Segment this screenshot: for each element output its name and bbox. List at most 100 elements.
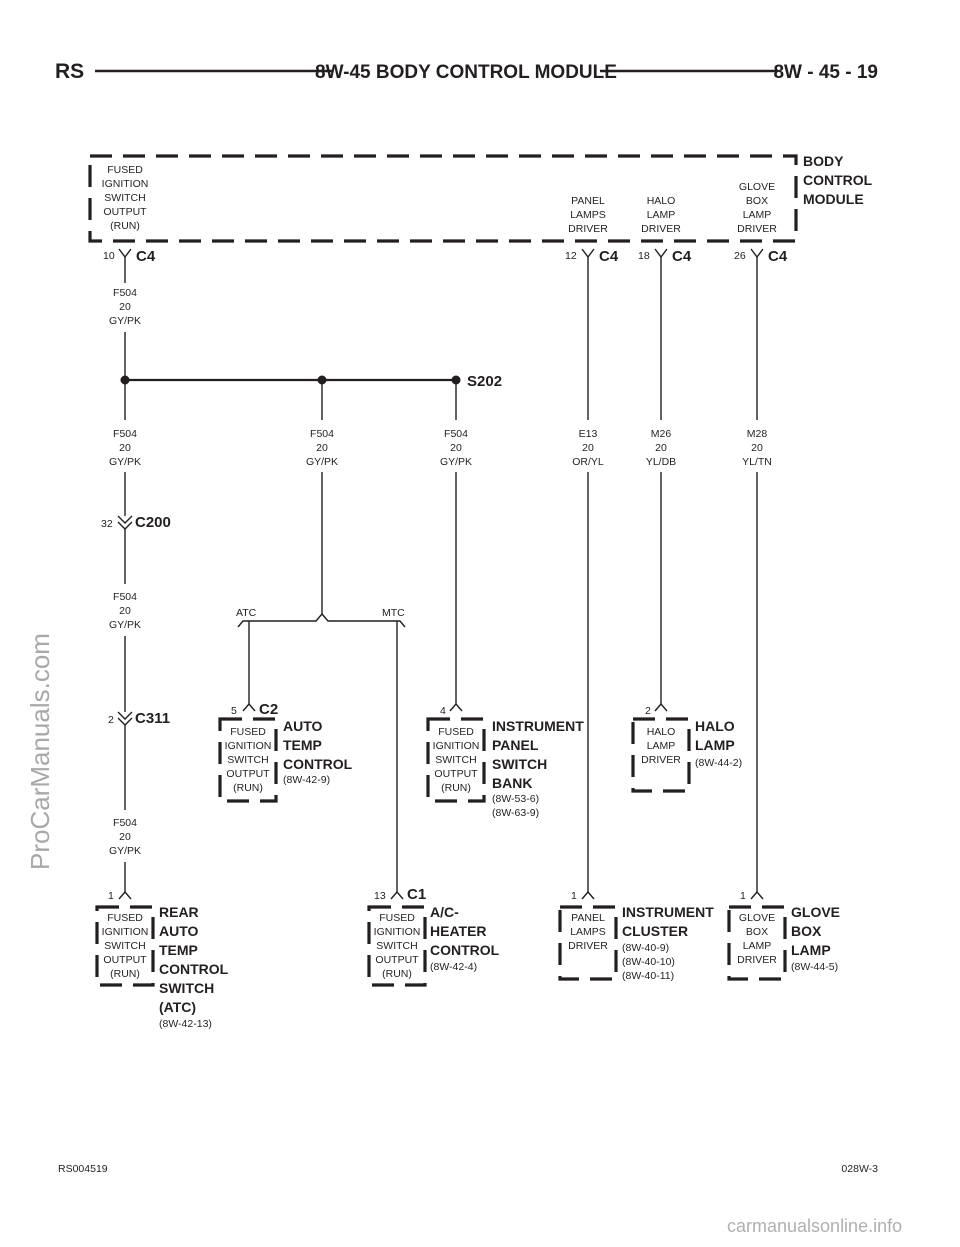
connector-name: C4 — [768, 248, 788, 265]
wire-label-line: F504 — [113, 287, 137, 299]
pin-number: 10 — [103, 250, 115, 262]
component-instrument-cluster: 1 PANEL LAMPS DRIVER INSTRUMENT CLUSTER … — [558, 890, 714, 982]
module-terminal-26: 26 C4 — [734, 248, 788, 265]
connector-name: C1 — [407, 886, 426, 903]
component-name-line: CLUSTER — [622, 923, 688, 939]
wire-label-f504-e: F504 20 GY/PK — [440, 428, 472, 468]
terminal-symbol — [581, 248, 595, 259]
option-label-mtc: MTC — [382, 607, 405, 619]
component-ref: (8W-63-9) — [492, 807, 539, 819]
header-title: 8W-45 BODY CONTROL MODULE — [315, 62, 617, 83]
component-inner-line: DRIVER — [568, 940, 608, 952]
module-pin-label-halo-lamp: HALO LAMP DRIVER — [641, 195, 681, 235]
component-ac-heater-control: 13 C1 FUSED IGNITION SWITCH OUTPUT (RUN)… — [367, 886, 500, 987]
component-inner-line: (RUN) — [441, 782, 471, 794]
wire-label-line: YL/TN — [742, 456, 772, 468]
component-glove-box-lamp: 1 GLOVE BOX LAMP DRIVER GLOVE BOX LAMP (… — [727, 890, 840, 981]
pin-label-line: HALO — [647, 195, 676, 207]
component-rear-auto-temp-control-switch: 1 FUSED IGNITION SWITCH OUTPUT (RUN) REA… — [95, 890, 229, 1030]
wire-label-line: 20 — [751, 442, 763, 454]
connector-name: C4 — [599, 248, 619, 265]
module-name-line: MODULE — [803, 191, 864, 207]
component-name-line: SWITCH — [159, 980, 214, 996]
component-name-line: AUTO — [283, 718, 323, 734]
pin-number: 26 — [734, 250, 746, 262]
component-inner-line: OUTPUT — [226, 768, 270, 780]
pin-number: 32 — [101, 518, 113, 530]
component-inner-line: IGNITION — [225, 740, 272, 752]
pin-label-line: BOX — [746, 195, 768, 207]
inline-connector-c200: 32 C200 — [101, 514, 171, 531]
module-pin-label-fused-ignition: FUSED IGNITION SWITCH OUTPUT (RUN) — [102, 164, 149, 232]
component-ref: (8W-42-4) — [430, 961, 477, 973]
component-name-line: HEATER — [430, 923, 487, 939]
wire-label-line: 20 — [119, 605, 131, 617]
pin-number: 1 — [740, 890, 746, 902]
watermark-bottom: carmanualsonline.info — [727, 1216, 902, 1236]
wire-label-line: M28 — [747, 428, 768, 440]
component-name-line: CONTROL — [283, 756, 353, 772]
component-name-line: TEMP — [159, 942, 198, 958]
wire-label-line: GY/PK — [109, 315, 141, 327]
component-inner-line: SWITCH — [435, 754, 476, 766]
terminal-symbol — [654, 702, 668, 712]
wire-label-line: F504 — [113, 591, 137, 603]
terminal-symbol — [654, 248, 668, 259]
terminal-symbol — [242, 702, 256, 712]
footer-figure-id: RS004519 — [58, 1163, 108, 1175]
component-ref: (8W-44-2) — [695, 757, 742, 769]
pin-label-line: SWITCH — [104, 192, 145, 204]
header-page-number: 8W - 45 - 19 — [773, 62, 878, 83]
footer-code: 028W-3 — [841, 1163, 878, 1175]
pin-number: 18 — [638, 250, 650, 262]
module-terminal-10: 10 C4 — [103, 248, 156, 265]
component-name-line: REAR — [159, 904, 199, 920]
component-inner-line: DRIVER — [737, 954, 777, 966]
component-inner-line: (RUN) — [233, 782, 263, 794]
option-branch — [237, 612, 406, 628]
component-name-line: BANK — [492, 775, 532, 791]
wire-label-m28: M28 20 YL/TN — [742, 428, 772, 468]
wire-label-line: F504 — [113, 428, 137, 440]
wire-label-f504-a: F504 20 GY/PK — [109, 428, 141, 468]
component-inner-line: LAMPS — [570, 926, 606, 938]
wire-label-line: GY/PK — [109, 845, 141, 857]
pin-label-line: DRIVER — [568, 223, 608, 235]
terminal-symbol — [750, 890, 764, 900]
pin-number: 4 — [440, 705, 446, 717]
component-inner-line: HALO — [647, 726, 676, 738]
component-ref: (8W-40-10) — [622, 956, 675, 968]
pin-number: 12 — [565, 250, 577, 262]
connector-name: C4 — [672, 248, 692, 265]
component-inner-line: FUSED — [230, 726, 266, 738]
component-inner-line: DRIVER — [641, 754, 681, 766]
component-inner-line: IGNITION — [374, 926, 421, 938]
component-inner-line: FUSED — [438, 726, 474, 738]
wire-label-f504-d: F504 20 GY/PK — [109, 817, 141, 857]
wire-label-line: F504 — [113, 817, 137, 829]
component-name-line: A/C- — [430, 904, 459, 920]
component-inner-line: IGNITION — [433, 740, 480, 752]
component-outline — [218, 717, 278, 803]
terminal-symbol — [581, 890, 595, 900]
component-name-line: GLOVE — [791, 904, 840, 920]
wire-label-line: GY/PK — [440, 456, 472, 468]
header-section-code: RS — [55, 60, 84, 83]
wire-label-f504-b: F504 20 GY/PK — [306, 428, 338, 468]
module-pin-label-panel-lamps: PANEL LAMPS DRIVER — [568, 195, 608, 235]
component-inner-line: GLOVE — [739, 912, 775, 924]
pin-label-line: OUTPUT — [103, 206, 147, 218]
component-auto-temp-control: 5 C2 FUSED IGNITION SWITCH OUTPUT (RUN) … — [218, 701, 353, 803]
wire-label-f504-top: F504 20 GY/PK — [109, 287, 141, 327]
wire-label-e13: E13 20 OR/YL — [572, 428, 604, 468]
component-name-line: CONTROL — [159, 961, 229, 977]
pin-label-line: (RUN) — [110, 220, 140, 232]
connector-name: C4 — [136, 248, 156, 265]
pin-number: 1 — [108, 890, 114, 902]
wire-label-line: 20 — [655, 442, 667, 454]
pin-number: 13 — [374, 890, 386, 902]
connector-symbol — [117, 515, 133, 530]
wire-label-line: OR/YL — [572, 456, 604, 468]
